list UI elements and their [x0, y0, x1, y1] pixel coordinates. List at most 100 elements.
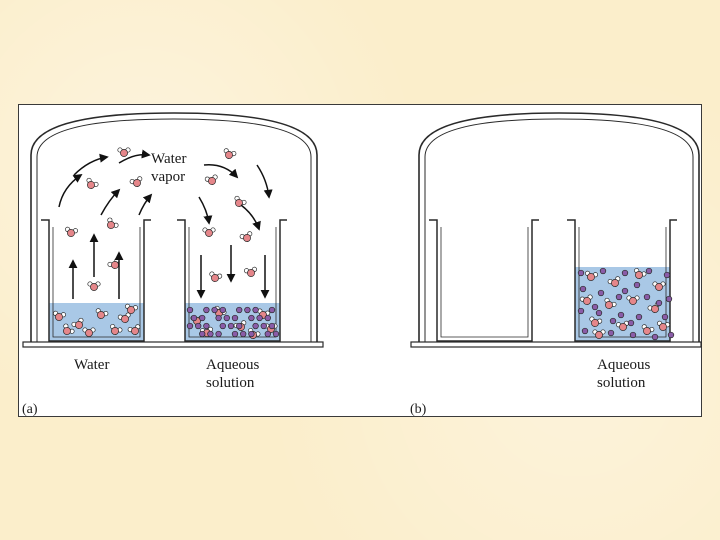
solute-particle	[195, 322, 202, 330]
solute-particle	[256, 314, 263, 322]
aqueous-solution-label-a-line1: Aqueous	[206, 357, 259, 373]
water-molecule	[652, 281, 666, 291]
solute-particle	[577, 307, 585, 315]
solute-particle	[627, 319, 635, 327]
solute-particles-a	[186, 306, 280, 338]
solute-particle	[579, 285, 587, 293]
base-plate-a	[22, 341, 324, 348]
solute-particle	[231, 314, 239, 322]
beaker-aqueous-solution-a	[177, 219, 287, 342]
water-molecule	[604, 297, 617, 309]
figure-frame: Water vapor Water Aqueous solution (a)	[18, 104, 702, 417]
water-molecule	[107, 217, 119, 229]
water-molecule	[117, 312, 131, 323]
solute-particle	[203, 322, 210, 330]
water-beaker-label: Water	[74, 357, 109, 373]
solute-particle	[581, 327, 589, 335]
solute-particle	[203, 306, 210, 314]
aqueous-solution-label-b-line1: Aqueous	[597, 357, 650, 373]
solute-particle	[219, 322, 226, 330]
water-molecules-b	[579, 268, 671, 339]
solute-particle	[661, 313, 669, 321]
solute-particle	[268, 306, 276, 314]
water-molecule	[589, 316, 603, 327]
water-molecule	[626, 295, 640, 305]
water-molecule	[234, 195, 247, 207]
solute-particle	[190, 314, 198, 322]
solute-particle	[633, 281, 641, 289]
panel-a: Water vapor Water Aqueous solution (a)	[22, 112, 324, 417]
solute-particle	[227, 322, 235, 330]
solute-particle	[643, 293, 651, 301]
solute-particle	[615, 293, 623, 301]
solute-particle	[252, 322, 259, 330]
water-molecule	[641, 324, 655, 335]
water-molecule	[87, 281, 101, 291]
water-molecule	[204, 174, 218, 185]
solute-particle	[215, 314, 222, 322]
water-molecule	[657, 320, 671, 331]
solute-particle	[207, 330, 214, 338]
solute-particle	[655, 299, 663, 307]
solute-particle	[248, 314, 255, 322]
solute-particle	[663, 271, 671, 279]
solute-particle	[231, 330, 239, 338]
evaporation-arrows	[58, 149, 153, 299]
water-molecule	[117, 147, 131, 157]
solute-particle	[607, 329, 615, 337]
solute-particle	[236, 322, 243, 330]
solute-particle	[635, 313, 643, 321]
solute-particle	[199, 330, 206, 338]
water-molecule	[86, 177, 99, 189]
water-molecule	[615, 320, 629, 331]
solute-particle	[211, 306, 218, 314]
solute-particle	[609, 317, 617, 325]
water-molecule	[634, 268, 647, 279]
solute-particle	[268, 322, 276, 330]
water-molecule	[223, 148, 237, 159]
water-molecule	[63, 323, 75, 335]
solute-particle	[665, 295, 673, 303]
water-molecule	[82, 327, 96, 337]
solute-particle	[223, 314, 230, 322]
solute-particle	[629, 331, 637, 339]
bell-jar-b	[418, 112, 700, 342]
solute-particle	[215, 330, 222, 338]
panel-b: Aqueous solution (b)	[410, 112, 702, 417]
water-vapor-label-line2: vapor	[151, 169, 185, 185]
beaker-water	[41, 219, 151, 342]
bell-jar-a-inner	[36, 118, 312, 342]
bell-jar-b-inner	[424, 118, 694, 342]
solute-particle	[240, 330, 247, 338]
solute-particle	[199, 314, 206, 322]
solute-particle	[236, 306, 243, 314]
water-molecule	[243, 266, 257, 277]
water-molecule	[209, 271, 223, 282]
solute-particle	[595, 309, 603, 317]
water-molecule	[579, 294, 593, 305]
solute-particle	[252, 306, 259, 314]
bell-jar-a	[30, 112, 318, 342]
solute-particles-b	[577, 267, 675, 341]
water-molecule	[107, 257, 120, 269]
water-molecule	[239, 231, 253, 242]
solute-particle	[186, 306, 194, 314]
solute-particle	[272, 330, 280, 338]
solute-particle	[621, 287, 629, 295]
solute-particle	[591, 303, 599, 311]
water-molecule	[607, 276, 621, 287]
water-molecule	[110, 324, 123, 335]
water-molecule	[202, 227, 216, 237]
solute-particle	[264, 330, 271, 338]
solute-particle	[186, 322, 194, 330]
water-molecules-a	[53, 147, 278, 339]
water-molecule	[129, 176, 143, 187]
solute-particle	[621, 269, 629, 277]
solute-particle	[219, 306, 226, 314]
aqueous-solution-label-a-line2: solution	[206, 375, 255, 391]
water-molecule	[127, 324, 141, 335]
panel-b-tag: (b)	[410, 402, 427, 417]
panel-a-tag: (a)	[22, 402, 38, 417]
vapor-pressure-diagram: Water vapor Water Aqueous solution (a)	[22, 112, 702, 417]
